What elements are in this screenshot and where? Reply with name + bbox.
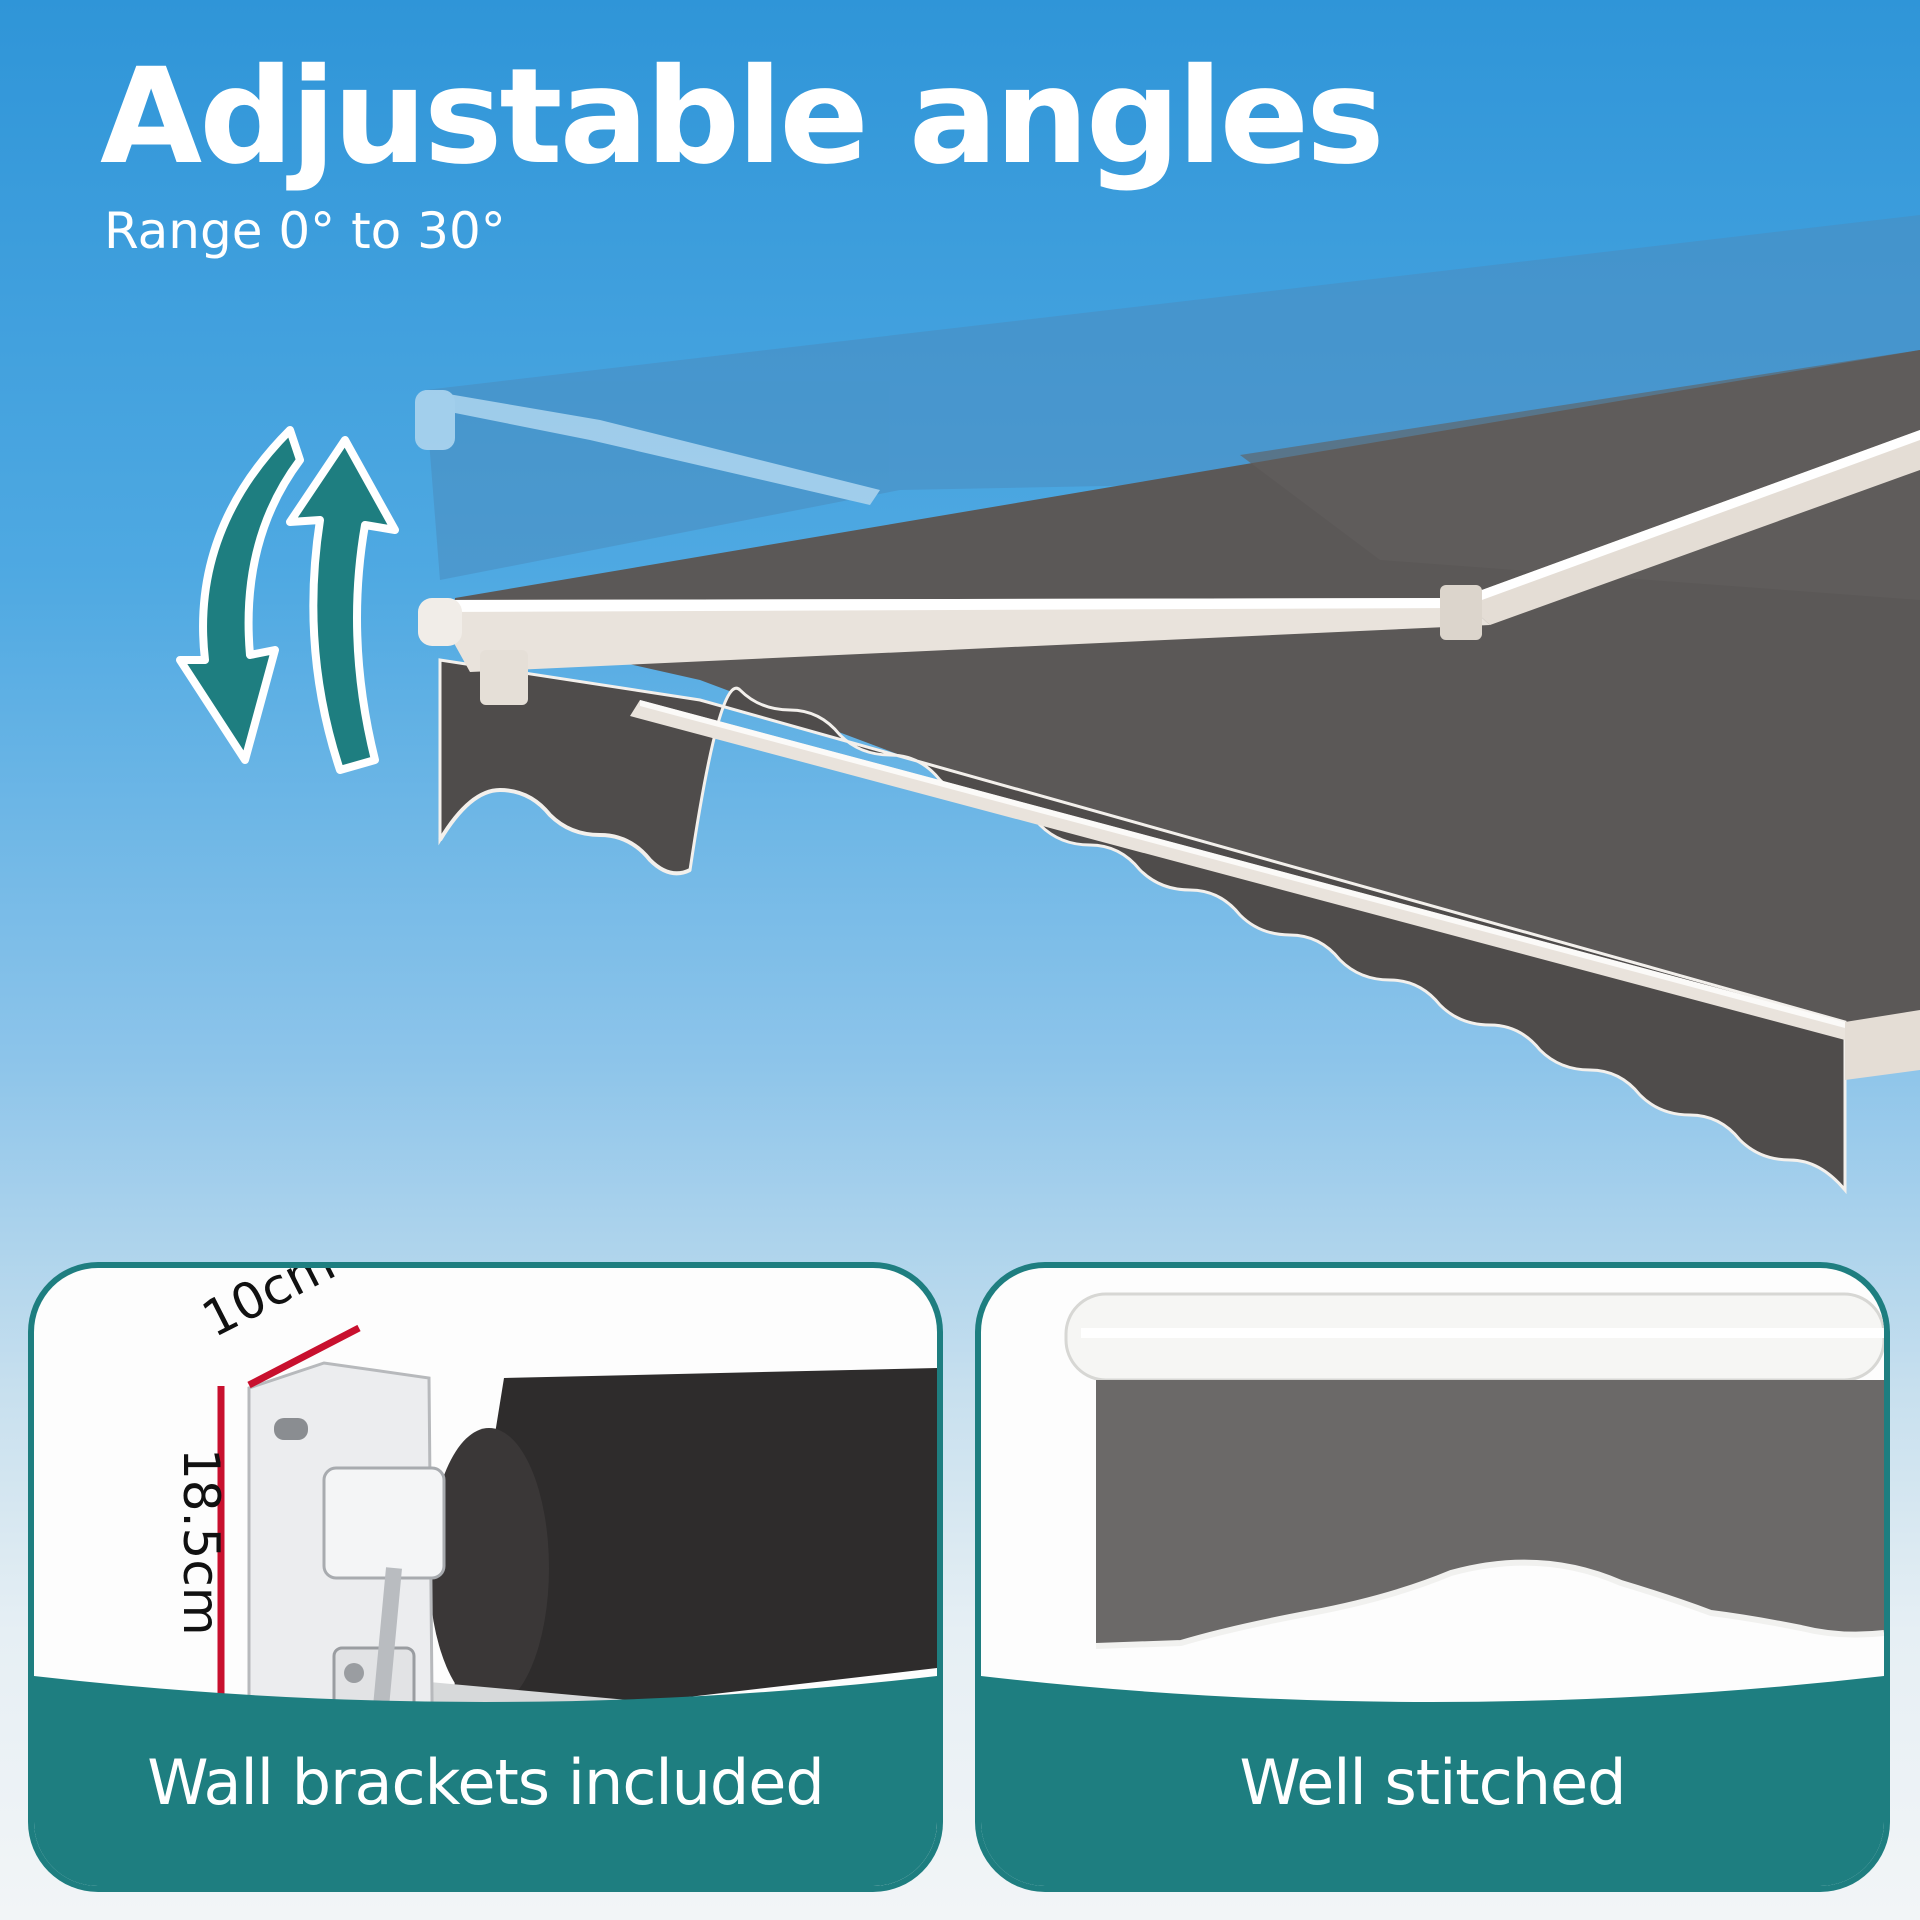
card-label-well-stitched: Well stitched <box>1239 1746 1626 1819</box>
valance-fabric <box>1096 1380 1884 1646</box>
bracket-width-label: 10cm <box>193 1268 344 1349</box>
awning-ghost-position <box>415 215 1920 580</box>
feature-card-wall-brackets: 10cm 18.5cm Wall brackets included <box>28 1262 943 1892</box>
page-title: Adjustable angles <box>100 40 1385 194</box>
page-subtitle: Range 0° to 30° <box>104 202 506 260</box>
card-label-wall-brackets: Wall brackets included <box>147 1746 825 1819</box>
card-image-area: Well stitched <box>981 1268 1884 1886</box>
stitched-fabric-photo <box>981 1292 1884 1886</box>
card-image-area: 10cm 18.5cm Wall brackets included <box>34 1268 937 1886</box>
wall-bracket-photo: 10cm 18.5cm <box>34 1268 937 1886</box>
folding-arm <box>418 430 1920 705</box>
bracket-height-label: 18.5cm <box>172 1448 230 1636</box>
front-bar <box>630 700 1845 1040</box>
feature-card-well-stitched: Well stitched <box>975 1262 1890 1892</box>
angle-adjust-arrows-icon <box>176 426 399 774</box>
awning-illustration <box>176 215 1920 1195</box>
